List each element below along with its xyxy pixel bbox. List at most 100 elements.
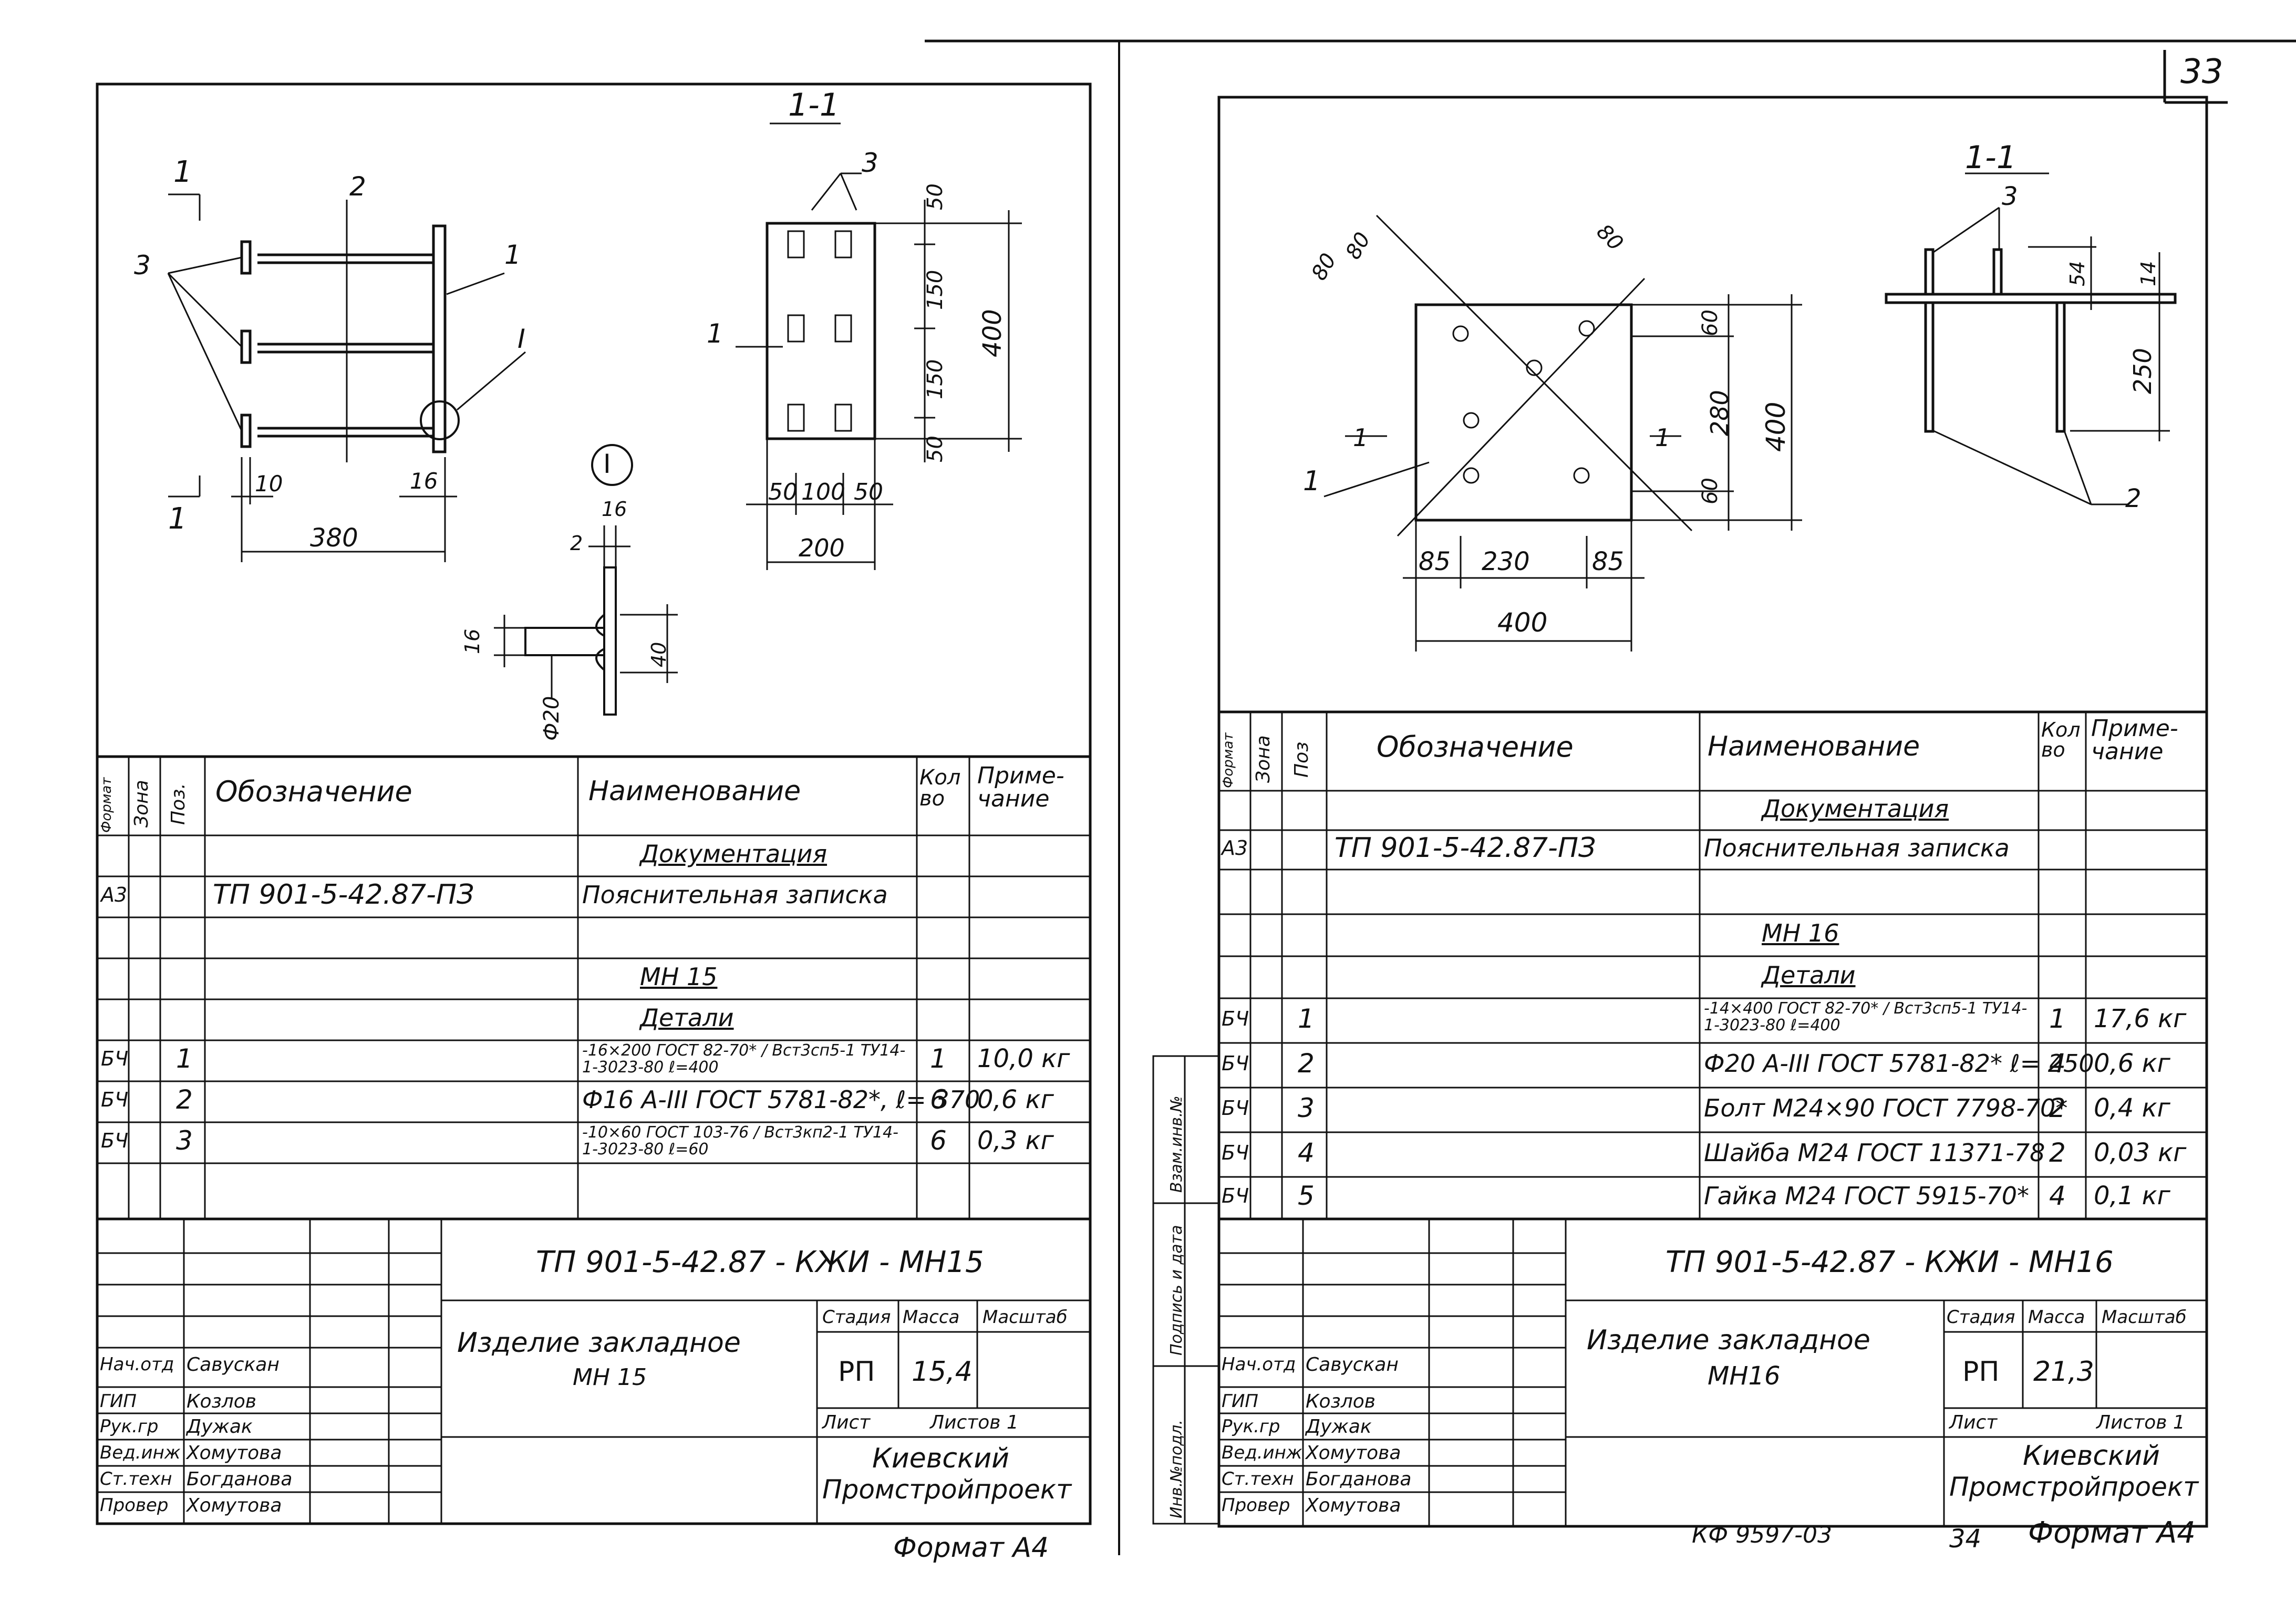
left-spec-name-5: -16×200 ГОСТ 82-70* / Вст3сп5-1 ТУ14-1-3…	[582, 1041, 906, 1077]
right-person-name-5: Хомутова	[1306, 1495, 1401, 1516]
right-title-org-2: Промстройпроект	[1949, 1472, 2199, 1502]
left-section-label: 1-1	[788, 87, 840, 123]
doc-code: КФ 9597-03	[1692, 1522, 1832, 1548]
right-title-scale-h: Масштаб	[2102, 1307, 2187, 1328]
left-section-pos-3: 3	[862, 148, 878, 178]
right-spec-h-pos: Поз	[1291, 741, 1312, 778]
left-detail-dim-h1: 16	[461, 628, 484, 654]
right-person-role-0: Нач.отд	[1222, 1354, 1296, 1375]
left-detail-dim-dia: Ф20	[540, 696, 564, 741]
left-spec-des-1: ТП 901-5-42.87-ПЗ	[213, 879, 474, 911]
left-spec-fmt-1: А3	[101, 883, 128, 906]
right-dim-middle: 280	[1705, 390, 1734, 436]
left-spec-h-pos: Поз.	[168, 783, 189, 825]
right-spec-h-zone: Зона	[1253, 735, 1274, 783]
left-title-org-1: Киевский	[872, 1443, 1009, 1474]
right-section-pos-3: 3	[2002, 182, 2018, 211]
right-spec-h-designation: Обозначение	[1377, 730, 1574, 763]
right-spec-pos-7: 3	[1298, 1092, 1315, 1123]
right-spec-h-name: Наименование	[1708, 731, 1920, 762]
right-spec-note-6: 0,6 кг	[2094, 1048, 2170, 1078]
left-spec-pos-7: 3	[176, 1125, 193, 1156]
left-spec-fmt-7: БЧ	[101, 1129, 129, 1152]
right-person-role-1: ГИП	[1222, 1391, 1258, 1412]
left-person-name-0: Савускан	[187, 1354, 280, 1376]
right-person-name-3: Хомутова	[1306, 1442, 1401, 1464]
right-section-label: 1-1	[1965, 139, 2016, 176]
left-title-stage: РП	[838, 1356, 875, 1388]
left-title-mass-h: Масса	[903, 1307, 960, 1328]
left-dim-h-2: 150	[923, 270, 947, 310]
right-title-stage: РП	[1962, 1356, 2000, 1388]
stamp-vzam-inv: Взам.инв.№	[1167, 1095, 1186, 1193]
left-title-name-2: МН 15	[573, 1364, 647, 1391]
right-spec-note-8: 0,03 кг	[2094, 1138, 2187, 1167]
right-title-code: ТП 901-5-42.87 - КЖИ - МН16	[1666, 1245, 2114, 1279]
left-spec-name-6: Ф16 А-III ГОСТ 5781-82*, ℓ= 370	[582, 1085, 980, 1114]
right-spec-pos-8: 4	[1298, 1137, 1315, 1168]
left-spec-name-1: Пояснительная записка	[582, 881, 888, 909]
right-person-name-0: Савускан	[1306, 1354, 1399, 1376]
right-page-number: 34	[1949, 1524, 1982, 1554]
right-person-role-3: Вед.инж	[1222, 1442, 1302, 1463]
right-spec-des-1: ТП 901-5-42.87-ПЗ	[1335, 832, 1596, 864]
left-spec-pos-6: 2	[176, 1084, 193, 1115]
right-title-sheets-h: Листов 1	[2096, 1412, 2185, 1433]
left-dim-w-3: 50	[854, 479, 883, 505]
left-spec-name-3: МН 15	[640, 963, 718, 991]
left-title-org-2: Промстройпроект	[822, 1474, 1072, 1505]
right-spec-name-9: Гайка М24 ГОСТ 5915-70*	[1704, 1182, 2030, 1210]
left-cut-mark-top: 1	[173, 155, 192, 189]
left-spec-name-4: Детали	[640, 1004, 734, 1032]
stamp-inv-podl: Инв.№подл.	[1167, 1420, 1186, 1518]
left-detail-circle-label: I	[603, 449, 611, 479]
left-spec-note-6: 0,6 кг	[977, 1085, 1054, 1114]
right-person-name-4: Богданова	[1306, 1469, 1412, 1490]
right-spec-h-format: Формат	[1221, 732, 1236, 789]
left-dim-offset-left: 10	[255, 471, 283, 497]
left-person-role-3: Вед.инж	[100, 1442, 181, 1463]
right-spec-name-4: Детали	[1762, 961, 1856, 989]
left-spec-fmt-6: БЧ	[101, 1088, 129, 1111]
left-spec-pos-5: 1	[176, 1043, 193, 1074]
left-cut-mark-bottom: 1	[168, 502, 187, 536]
left-person-role-2: Рук.гр	[100, 1416, 159, 1437]
left-title-sheets-h: Листов 1	[930, 1412, 1019, 1433]
left-person-role-5: Провер	[100, 1495, 169, 1516]
right-spec-fmt-7: БЧ	[1222, 1096, 1249, 1120]
left-detail-dim-leg: 2	[570, 532, 583, 555]
left-pos-3: 3	[134, 250, 151, 281]
right-spec-name-8: Шайба М24 ГОСТ 11371-78	[1704, 1138, 2045, 1167]
right-spec-fmt-1: А3	[1222, 836, 1248, 860]
left-pos-1: 1	[504, 240, 521, 270]
right-spec-note-9: 0,1 кг	[2094, 1181, 2170, 1211]
right-spec-name-5: -14×400 ГОСТ 82-70* / Вст3сп5-1 ТУ14-1-3…	[1704, 999, 2028, 1035]
left-title-name-1: Изделие закладное	[457, 1327, 741, 1359]
left-spec-fmt-5: БЧ	[101, 1047, 129, 1070]
left-spec-name-0: Документация	[640, 840, 828, 868]
right-spec-qty-6: 4	[2049, 1048, 2066, 1079]
right-dim-side-b: 14	[2137, 261, 2160, 286]
left-title-stage-h: Стадия	[822, 1307, 891, 1328]
left-spec-name-7: -10×60 ГОСТ 103-76 / Вст3кп2-1 ТУ14-1-30…	[582, 1123, 898, 1159]
left-spec-h-zone: Зона	[131, 780, 152, 828]
left-dim-length: 380	[310, 523, 358, 553]
right-spec-name-6: Ф20 А-III ГОСТ 5781-82* ℓ= 250	[1704, 1049, 2094, 1078]
right-person-name-2: Дужак	[1306, 1416, 1372, 1438]
right-spec-name-3: МН 16	[1762, 919, 1839, 947]
left-format-label: Формат А4	[893, 1532, 1049, 1564]
right-title-mass: 21,3	[2033, 1356, 2094, 1388]
right-spec-pos-9: 5	[1298, 1181, 1315, 1211]
right-spec-qty-9: 4	[2049, 1181, 2066, 1211]
right-dim-w-left: 85	[1419, 547, 1451, 576]
right-title-mass-h: Масса	[2028, 1307, 2085, 1328]
left-dim-w-1: 50	[768, 479, 798, 505]
left-detail-ref: I	[518, 324, 525, 354]
left-dim-h-4: 50	[923, 436, 947, 462]
left-dim-h-total: 400	[978, 309, 1007, 357]
left-spec-qty-7: 6	[930, 1125, 947, 1156]
right-spec-name-1: Пояснительная записка	[1704, 833, 2010, 862]
right-format-label: Формат А4	[2028, 1516, 2196, 1550]
